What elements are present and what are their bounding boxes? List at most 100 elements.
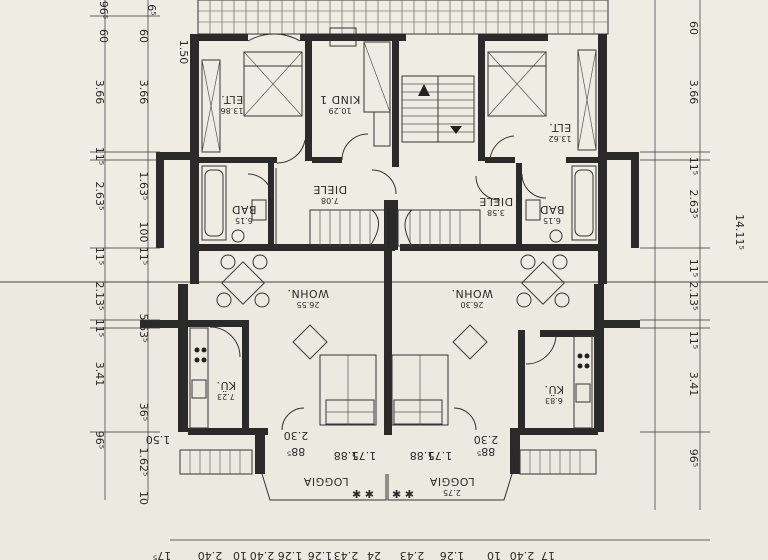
dimension-label: 3.66 — [93, 80, 106, 105]
door-swings — [209, 33, 557, 431]
room-name: DIELE — [479, 195, 513, 208]
dimension-label: 96⁵ — [93, 431, 106, 449]
living-furniture-right — [391, 324, 488, 426]
dimension-label: 5.63⁵ — [137, 314, 150, 343]
dimension-label: 96⁵ — [687, 449, 700, 467]
dimension-label: 11⁵ — [93, 247, 106, 265]
dimension-label: 2.13⁵ — [93, 282, 106, 311]
dimension-label: 60 — [137, 29, 150, 43]
dimension-label: 88⁵ — [287, 445, 305, 458]
dimension-label: 1.26 — [440, 549, 465, 560]
room-loggia-right: LOGGIA 2.75 — [429, 475, 474, 497]
room-area: 7.08 — [321, 196, 339, 205]
room-name: KÜ. — [216, 379, 236, 392]
dimension-label: 60 — [687, 21, 700, 35]
dimension-label: 1.88 — [334, 449, 359, 462]
bath-right-fixtures — [525, 165, 597, 243]
wardrobe-left — [201, 59, 221, 153]
dimension-label: 2.40 — [510, 549, 535, 560]
dimension-label: 6⁵ — [145, 4, 158, 15]
room-elt-left: ELT. 13.86 — [221, 93, 244, 115]
staircase-upper — [401, 75, 475, 143]
dimension-label: 1.26 — [278, 549, 303, 560]
room-name: WOHN. — [451, 287, 493, 300]
room-ku-left: KÜ. 7.23 — [216, 379, 236, 401]
room-name: KÜ. — [544, 383, 564, 396]
exterior-walls — [140, 34, 640, 432]
dimension-label: 11⁵ — [687, 259, 700, 277]
staircase-lower — [275, 168, 481, 247]
dining-table-right — [516, 254, 570, 308]
dimension-label: 100 — [137, 222, 150, 243]
room-name: BAD — [539, 203, 564, 216]
dimension-label: 10 — [233, 549, 247, 560]
room-area: 10.29 — [329, 106, 352, 115]
loggia-area: ✱ ✱ ✱ ✱ — [179, 449, 597, 501]
room-name: BAD — [231, 203, 256, 216]
dimension-label: 2.13⁵ — [687, 282, 700, 311]
dimension-label: 2.43 — [334, 549, 359, 560]
interior-walls — [188, 41, 598, 474]
dimension-label: 1.75 — [352, 449, 377, 462]
dimension-lines — [90, 0, 710, 541]
dimension-label: 3.66 — [137, 80, 150, 105]
dimension-label: 1.50 — [146, 433, 171, 446]
room-area: 7.23 — [217, 392, 235, 401]
dimension-label: 1.75 — [428, 449, 453, 462]
kitchen-left-counter — [189, 327, 209, 429]
dimension-label: 2.40 — [198, 549, 223, 560]
dimension-label: 1.62⁵ — [137, 448, 150, 477]
wardrobe-right — [577, 49, 597, 151]
room-name: WOHN. — [287, 287, 329, 300]
room-area: 3.58 — [487, 208, 505, 217]
room-name: LOGGIA — [429, 475, 474, 488]
dimension-label: 17⁵ — [153, 549, 171, 560]
dimension-label: 10 — [487, 549, 501, 560]
room-name: ELT. — [549, 121, 571, 134]
room-wohn-left: WOHN. 26.55 — [287, 287, 329, 309]
bath-left-fixtures — [201, 165, 267, 243]
room-bad-left: BAD 6.15 — [231, 203, 256, 225]
room-wohn-right: WOHN. 26.30 — [451, 287, 493, 309]
svg-text:✱ ✱: ✱ ✱ — [352, 488, 374, 501]
dimension-label: 3.41 — [687, 372, 700, 397]
dimension-label: 60 — [97, 29, 110, 43]
room-area: 2.75 — [443, 488, 461, 497]
dimension-total-right: 14.11⁵ — [733, 214, 746, 250]
dimension-label: 1.50 — [177, 40, 190, 65]
dimension-label: 88⁵ — [477, 445, 495, 458]
dimension-label: 11⁵ — [687, 157, 700, 175]
dimension-label: 2.30 — [474, 433, 499, 446]
dimension-label: 1.88 — [410, 449, 435, 462]
dimension-label: 2.30 — [284, 429, 309, 442]
room-area: 6.83 — [545, 396, 563, 405]
kind-furniture — [329, 27, 391, 147]
room-kind1: KIND 1 10.29 — [320, 93, 361, 115]
room-name: KIND 1 — [320, 93, 361, 106]
kitchen-right-counter — [573, 335, 593, 429]
dimension-label: 3.66 — [687, 80, 700, 105]
dimension-label: 11⁵ — [93, 147, 106, 165]
room-diele-left: DIELE 7.08 — [313, 183, 347, 205]
dimension-label: 36⁵ — [137, 403, 150, 421]
room-name: DIELE — [313, 183, 347, 196]
room-area: 6.15 — [543, 216, 561, 225]
dimension-label: 10 — [137, 491, 150, 505]
dimension-label: 11⁵ — [137, 247, 150, 265]
room-name: LOGGIA — [303, 475, 348, 488]
room-loggia-left: LOGGIA — [303, 475, 348, 488]
living-furniture-left — [292, 324, 377, 426]
dimension-label: 11⁵ — [687, 331, 700, 349]
dimension-label: 2.40 — [250, 549, 275, 560]
bed-left — [243, 51, 303, 117]
room-area: 26.30 — [461, 300, 484, 309]
dimension-label: 17 — [541, 549, 555, 560]
room-area: 13.86 — [221, 106, 244, 115]
dimension-label: 2.63⁵ — [93, 182, 106, 211]
dimension-label: 14.11⁵ — [733, 214, 746, 250]
